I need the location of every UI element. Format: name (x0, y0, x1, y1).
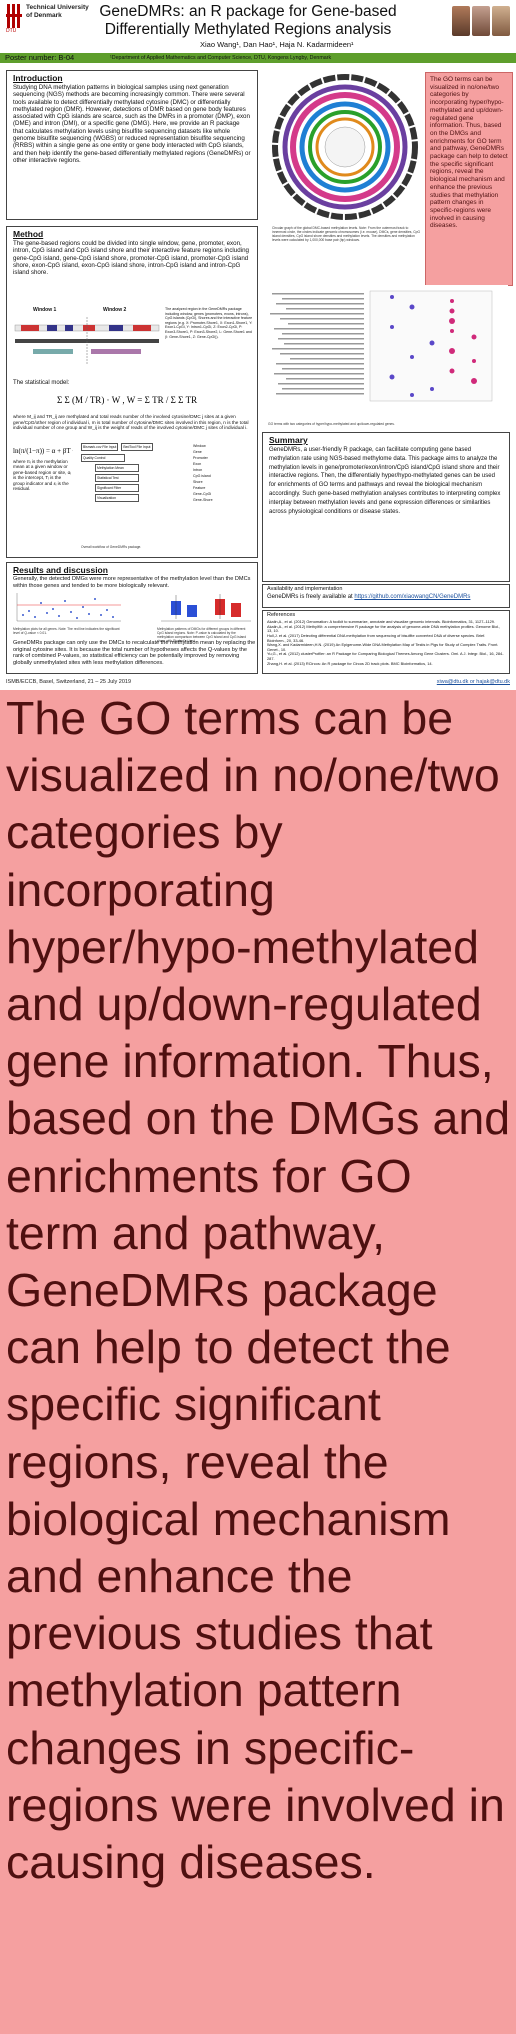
author-photos (452, 6, 510, 36)
logit-description: where πᵢ is the methylation mean at a gi… (13, 459, 72, 492)
availability-heading: Availability and implementation (267, 586, 343, 592)
workflow-step: BedTool File Input (121, 443, 153, 451)
workflow-step: Statistical Test (95, 474, 139, 482)
references-heading: References (267, 612, 296, 618)
circos-graphic (272, 74, 418, 220)
poster-title: GeneDMRs: an R package for Gene-based Di… (98, 3, 398, 39)
github-link[interactable]: https://github.com/xiaowangCN/GeneDMRs (354, 594, 471, 600)
author-photo (452, 6, 470, 36)
method-text: The gene-based regions could be divided … (13, 240, 249, 277)
results-section: Results and discussion Generally, the de… (6, 562, 258, 674)
references-list: Akalin,A., et al. (2012) Genomation: A t… (267, 620, 505, 666)
authors: Xiao Wang¹, Dan Hao¹, Haja N. Kadarmidee… (200, 40, 354, 49)
method-heading: Method (13, 229, 44, 239)
author-photo (492, 6, 510, 36)
workflow-region: Gene-CpGi (193, 492, 212, 496)
workflow-region: Promoter (193, 456, 208, 460)
availability-prefix: GeneDMRs is freely available at (267, 594, 355, 600)
region-diagram-note: The analyzed region in the GeneDMRs pack… (165, 307, 253, 339)
introduction-heading: Introduction (13, 73, 63, 83)
circos-caption: Circular graph of the global DMC-based m… (272, 226, 421, 242)
model-description: where M_ij and TR_ij are methylated and … (13, 414, 249, 431)
poster-footer: ISMB/ECCB, Basel, Switzerland, 21 – 25 J… (0, 676, 516, 688)
reference-item: Hull,J. et al. (2017) Detecting differen… (267, 633, 486, 643)
manhattan-plot (16, 593, 121, 622)
boxplot-caption: Methylation patterns of DMGs for differe… (157, 627, 247, 643)
green-banner: Poster number: B-04 ¹Department of Appli… (0, 53, 516, 63)
model-label: The statistical model: (13, 380, 70, 386)
methylation-boxplot (161, 594, 251, 622)
workflow-region: Gene (193, 450, 202, 454)
go-dotplot (262, 285, 508, 420)
introduction-section: Introduction Studying DNA methylation pa… (6, 70, 258, 220)
workflow-region: Intron (193, 468, 203, 472)
workflow-step: Significant Filter (95, 484, 139, 492)
results-text-2: GeneDMRs package can only use the DMCs t… (13, 640, 256, 666)
results-heading: Results and discussion (13, 565, 108, 575)
summary-heading: Summary (269, 435, 308, 445)
reference-item: Yu,G., et al. (2012) clusterProfiler: an… (267, 651, 504, 662)
institution-line-1: Technical University (26, 4, 89, 11)
workflow-region: Shore (193, 480, 203, 484)
region-diagram-graphic (14, 317, 160, 365)
window-2-label: Window 2 (103, 307, 127, 313)
svg-text:ln(π/(1−π)) = α + βT + ε: ln(π/(1−π)) = α + βT + ε (13, 447, 73, 455)
availability-section: Availability and implementation GeneDMRs… (262, 584, 510, 608)
workflow-region: CpG island (193, 474, 211, 478)
go-dotplot-graphic (270, 290, 493, 402)
callout-zoom-panel: The GO terms can be visualized in no/one… (0, 690, 516, 2034)
model-equation: Σ Σ (M / TR) · W , W = Σ TR / Σ Σ TR (57, 395, 197, 405)
workflow-region: Gene-Shore (193, 498, 213, 502)
workflow-region: Exon (193, 462, 202, 466)
conference-info: ISMB/ECCB, Basel, Switzerland, 21 – 25 J… (6, 679, 132, 685)
poster-callout: The GO terms can be visualized in no/one… (425, 72, 513, 286)
workflow-step: Visualization (95, 494, 139, 502)
poster: Technical University of Denmark DTU Gene… (0, 0, 516, 690)
results-text-1: Generally, the detected DMGs were more r… (13, 576, 251, 589)
title-line-2: Differentially Methylated Regions analys… (104, 21, 392, 38)
workflow-diagram: Bismark.cov File Input BedTool File Inpu… (81, 443, 189, 504)
method-section: Method The gene-based regions could be d… (6, 226, 258, 558)
availability-text: GeneDMRs is freely available at https://… (267, 594, 505, 601)
region-diagram: Window 1 Window 2 (13, 307, 161, 377)
reference-item: Akalin,A., et al. (2012) MethylKit: a co… (267, 623, 501, 634)
contact-emails[interactable]: xiwa@dtu.dk or hajak@dtu.dk (436, 679, 510, 685)
institution-name: Technical University of Denmark (26, 4, 89, 20)
summary-section: Summary GeneDMRs, a user-friendly R pack… (262, 432, 510, 582)
logit-equation: ln(π/(1−π)) = α + βT + ε (13, 447, 73, 455)
poster-header: Technical University of Denmark DTU Gene… (0, 0, 516, 52)
dtu-logo-icon (6, 4, 22, 28)
workflow-region: Window (193, 444, 206, 448)
title-line-1: GeneDMRs: an R package for Gene-based (99, 3, 397, 20)
go-caption: GO terms with two categories of hyper/hy… (268, 422, 395, 426)
introduction-text: Studying DNA methylation patterns in bio… (13, 84, 251, 164)
workflow-regions: Window Gene Promoter Exon Intron CpG isl… (193, 443, 253, 503)
circos-plot (270, 72, 420, 222)
reference-item: Akalin,A., et al. (2012) Genomation: A t… (267, 619, 496, 625)
reference-item: Wang,X. and Kadarmideen,H.N. (2019) An E… (267, 642, 499, 652)
workflow-step: Methylation Mean (95, 464, 139, 472)
references-section: References Akalin,A., et al. (2012) Geno… (262, 610, 510, 674)
workflow-step: Bismark.cov File Input (81, 443, 119, 451)
institution-line-2: of Denmark (26, 12, 62, 19)
workflow-caption: Overall workflow of GeneDMRs package. (81, 545, 142, 549)
institution-abbr: DTU (6, 28, 17, 34)
summary-text: GeneDMRs, a user-friendly R package, can… (269, 447, 501, 515)
callout-zoom-text: The GO terms can be visualized in no/one… (6, 692, 511, 1889)
poster-callout-text: The GO terms can be visualized in no/one… (430, 76, 508, 230)
workflow-region: Feature (193, 486, 206, 490)
author-photo (472, 6, 490, 36)
workflow-step: Quality Control (81, 454, 125, 462)
svg-text:Σ Σ (M / TR) · W , W = Σ TR /: Σ Σ (M / TR) · W , W = Σ TR / Σ Σ TR (57, 395, 197, 405)
poster-number: Poster number: B-04 (5, 53, 75, 62)
department: ¹Department of Applied Mathematics and C… (110, 55, 332, 61)
manhattan-caption: Methylation plots for all genes. Note: T… (13, 627, 120, 635)
window-1-label: Window 1 (33, 307, 57, 313)
reference-item: Zhang,H. et al. (2013) RCircos: An R pac… (267, 660, 433, 666)
